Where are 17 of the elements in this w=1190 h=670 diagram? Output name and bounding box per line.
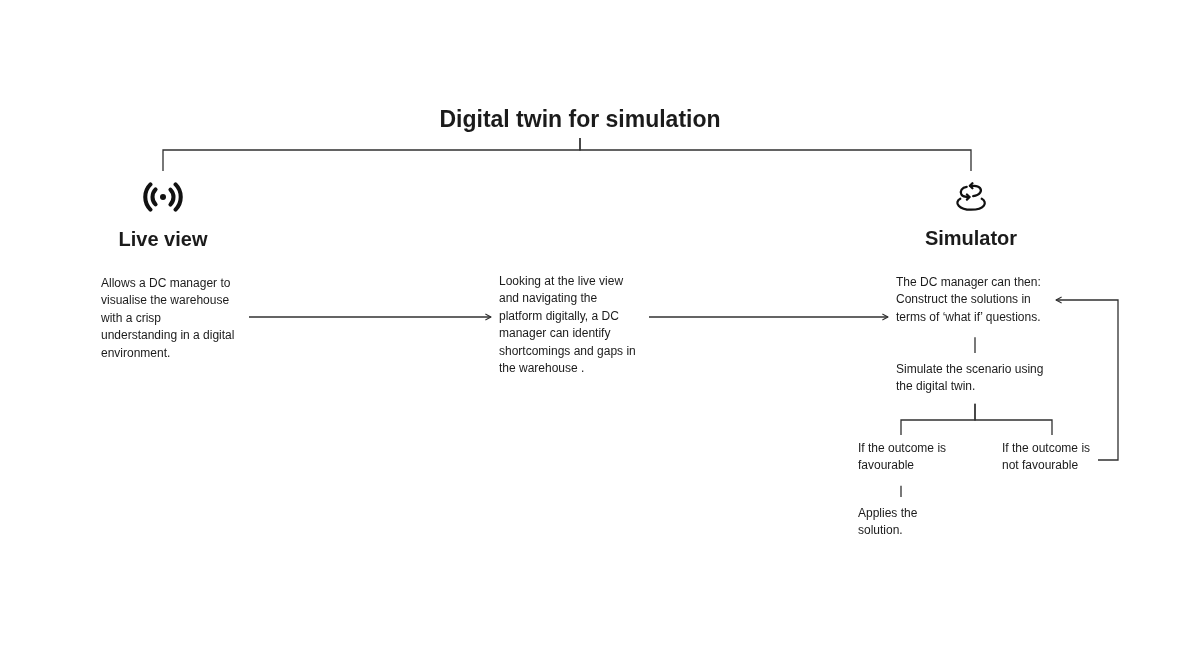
arrow	[648, 313, 889, 321]
connector-line	[579, 137, 972, 172]
step-text: Looking at the live view and navigating the platform digitally, a DC manager can identify shortcomings and gaps in the warehouse .	[499, 273, 637, 378]
step-text: Applies the solution.	[858, 505, 919, 540]
connector-line	[974, 403, 1053, 436]
diagram-title: Digital twin for simulation	[439, 104, 721, 134]
arrow	[248, 313, 492, 321]
section-heading: Simulator	[924, 226, 1018, 251]
arrow	[1055, 296, 1119, 461]
section-heading: Live view	[118, 227, 208, 252]
step-text: If the outcome is favourable	[858, 440, 948, 475]
description-text: The DC manager can then: Construct the solutions in terms of ‘what if’ questions.	[896, 274, 1042, 326]
connector-line	[974, 336, 976, 354]
connector-line	[900, 485, 902, 498]
step-text: If the outcome is not favourable	[1002, 440, 1092, 475]
step-text: Simulate the scenario using the digital twin.	[896, 361, 1045, 396]
description-text: Allows a DC manager to visualise the warehouse with a crisp understanding in a digital environment.	[101, 275, 236, 362]
